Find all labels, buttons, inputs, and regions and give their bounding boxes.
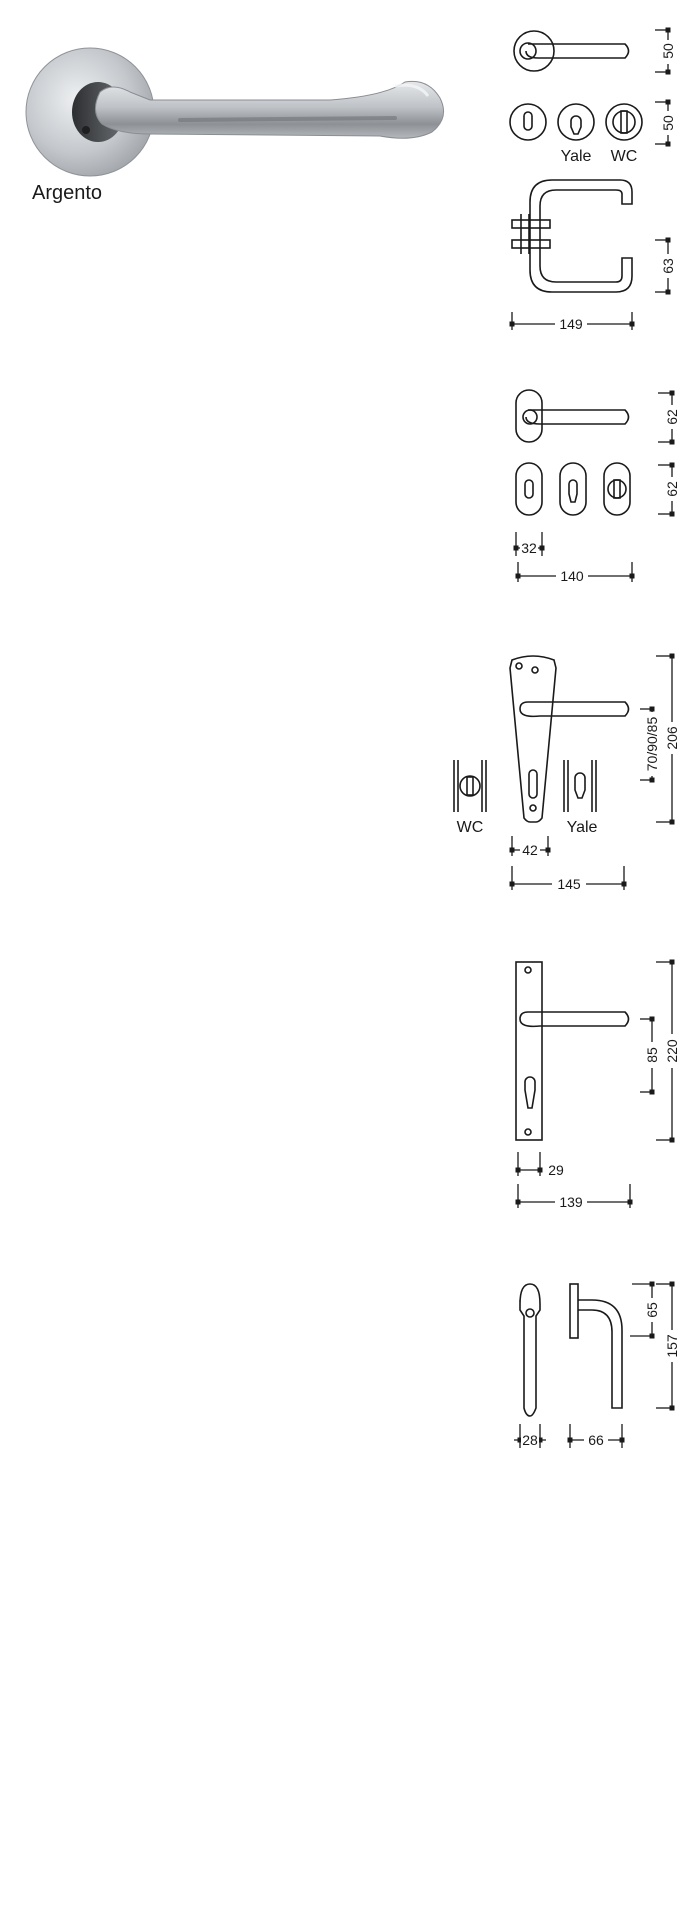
rose-side-view-drawing	[511, 179, 633, 293]
dim-value-plate-length: 145	[557, 876, 581, 892]
dim-value-oval-width: 32	[521, 540, 537, 556]
oval-rose-drawing	[515, 389, 630, 443]
handle-photo	[25, 47, 445, 177]
long-plate-drawing	[515, 961, 630, 1141]
oval-escutcheon-keyhole	[515, 462, 543, 516]
dim-value-window-handle: 65	[644, 1302, 660, 1318]
label-wc-plate: WC	[457, 819, 484, 836]
dim-value-rose-escutcheon: 50	[660, 115, 676, 131]
dim-value-rose-handle: 50	[660, 43, 676, 59]
dim-value-window-height: 157	[664, 1334, 680, 1358]
dim-value-window-depth: 66	[588, 1432, 604, 1448]
finish-caption: Argento	[32, 182, 103, 204]
dim-value-long-length: 139	[559, 1194, 583, 1210]
oval-escutcheon-yale	[559, 462, 587, 516]
label-wc-rose: WC	[611, 148, 638, 165]
yale-side-escutcheon	[563, 760, 597, 812]
wc-side-escutcheon	[453, 760, 487, 812]
window-handle-side-drawing	[569, 1283, 623, 1409]
rose-escutcheon-keyhole	[509, 103, 547, 141]
dim-value-oval-length: 140	[560, 568, 584, 584]
round-rose-drawing	[513, 30, 630, 72]
dim-value-oval-handle: 62	[664, 409, 680, 425]
dim-line-long-width	[515, 1152, 543, 1176]
dim-value-rose-projection: 63	[660, 258, 676, 274]
dim-value-oval-escutcheon: 62	[664, 481, 680, 497]
dim-value-plate-spacing: 70/90/85	[644, 717, 660, 772]
dim-value-long-spacing: 85	[644, 1047, 660, 1063]
dim-value-long-width: 29	[548, 1162, 564, 1178]
short-plate-drawing	[509, 655, 630, 823]
rose-escutcheon-yale	[557, 103, 595, 141]
label-yale-rose: Yale	[561, 148, 592, 165]
oval-escutcheon-wc	[603, 462, 631, 516]
dim-value-plate-width: 42	[522, 842, 538, 858]
label-yale-plate: Yale	[567, 819, 598, 836]
window-handle-front-drawing	[519, 1283, 541, 1417]
dim-value-long-height: 220	[664, 1039, 680, 1063]
dim-value-plate-height: 206	[664, 726, 680, 750]
dim-value-window-width: 28	[522, 1432, 538, 1448]
rose-escutcheon-wc	[605, 103, 643, 141]
dim-value-rose-length: 149	[559, 316, 583, 332]
